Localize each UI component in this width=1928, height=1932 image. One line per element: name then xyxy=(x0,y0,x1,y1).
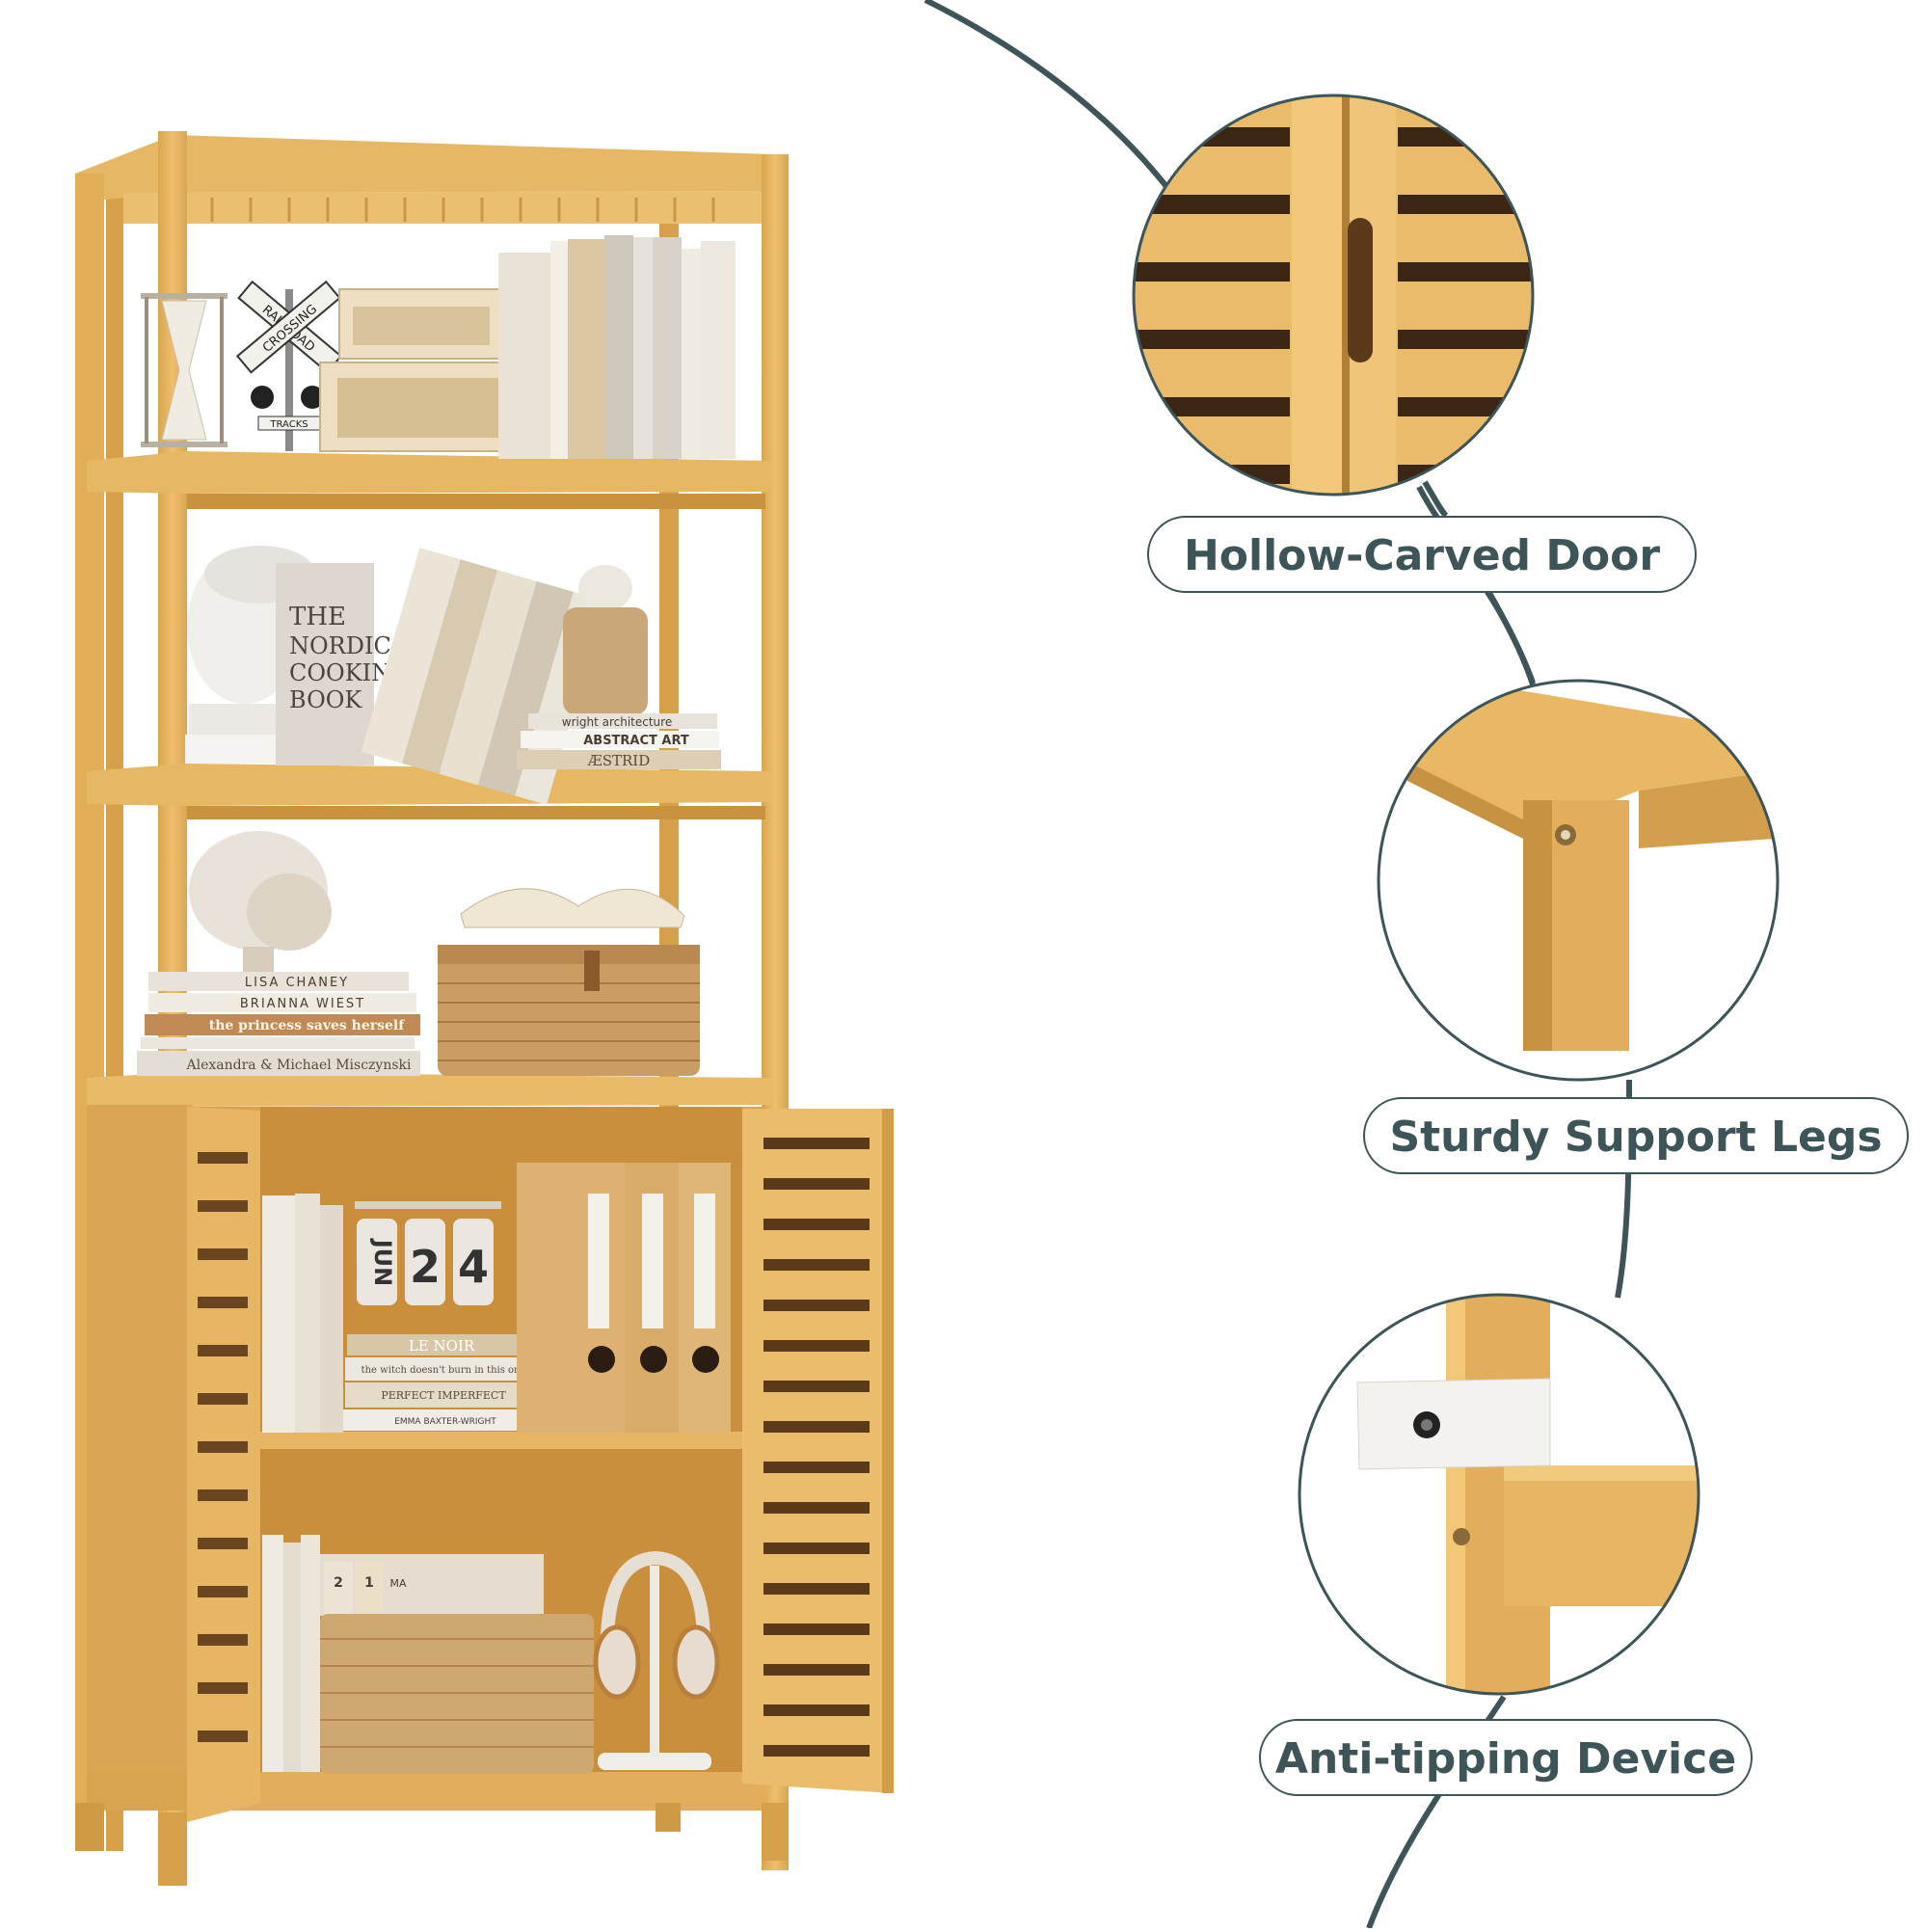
flip-calendar: JUN 2 4 xyxy=(355,1201,501,1305)
wicker-basket-cabinet: 2 1 MA xyxy=(320,1554,594,1774)
svg-text:ABSTRACT ART: ABSTRACT ART xyxy=(583,734,689,748)
svg-text:2: 2 xyxy=(334,1575,343,1591)
svg-text:wright architecture: wright architecture xyxy=(562,715,672,729)
connector-curve-seg2 xyxy=(1486,591,1536,684)
headphone-stand xyxy=(593,1550,720,1770)
svg-text:ÆSTRID: ÆSTRID xyxy=(587,752,651,769)
svg-text:BRIANNA WIEST: BRIANNA WIEST xyxy=(240,997,365,1011)
svg-text:1: 1 xyxy=(364,1575,374,1591)
svg-text:BOOK: BOOK xyxy=(289,686,362,713)
svg-text:2: 2 xyxy=(410,1241,441,1293)
woven-vase xyxy=(563,565,648,715)
svg-text:4: 4 xyxy=(458,1241,489,1293)
svg-text:the witch doesn't burn in this: the witch doesn't burn in this one xyxy=(362,1365,526,1376)
detail-legs xyxy=(1377,679,1780,1082)
svg-text:LISA CHANEY: LISA CHANEY xyxy=(245,976,349,990)
hourglass xyxy=(141,293,228,447)
binder-files xyxy=(517,1163,731,1433)
svg-text:JUN: JUN xyxy=(369,1238,396,1287)
svg-text:PERFECT IMPERFECT: PERFECT IMPERFECT xyxy=(381,1389,506,1402)
cabinet-books-left xyxy=(262,1194,343,1433)
book-stack-shelf3: LISA CHANEY BRIANNA WIEST the princess s… xyxy=(137,972,420,1076)
rattan-boxes xyxy=(319,288,535,452)
svg-text:LE NOIR: LE NOIR xyxy=(409,1337,475,1355)
svg-text:THE: THE xyxy=(289,603,346,631)
cookbook: THE NORDIC COOKING BOOK xyxy=(276,563,410,765)
cabinet-books-lower xyxy=(262,1535,320,1772)
feature-label-sturdy-support-legs: Sturdy Support Legs xyxy=(1363,1097,1909,1174)
feature-label-hollow-carved-door: Hollow-Carved Door xyxy=(1147,516,1697,593)
connector-curve-seg xyxy=(1422,480,1449,519)
svg-text:EMMA BAXTER-WRIGHT: EMMA BAXTER-WRIGHT xyxy=(394,1417,496,1427)
svg-text:TRACKS: TRACKS xyxy=(269,419,308,430)
wicker-basket-shelf3 xyxy=(438,945,700,1076)
coral-sculpture xyxy=(189,831,332,972)
book-stack-shelf2: wright architecture ABSTRACT ART ÆSTRID xyxy=(517,713,721,769)
feature-label-anti-tipping-device: Anti-tipping Device xyxy=(1259,1719,1753,1796)
book-stack-cabinet: LE NOIR the witch doesn't burn in this o… xyxy=(343,1334,548,1431)
svg-text:Alexandra & Michael Misczynski: Alexandra & Michael Misczynski xyxy=(185,1058,412,1073)
books-shelf1 xyxy=(498,235,736,459)
svg-text:the princess saves herself: the princess saves herself xyxy=(209,1018,405,1033)
detail-anti-tipping xyxy=(1298,1293,1700,1696)
open-book xyxy=(460,888,685,928)
detail-door xyxy=(1132,94,1535,496)
svg-text:NORDIC: NORDIC xyxy=(289,632,391,659)
svg-text:MA: MA xyxy=(389,1577,406,1590)
